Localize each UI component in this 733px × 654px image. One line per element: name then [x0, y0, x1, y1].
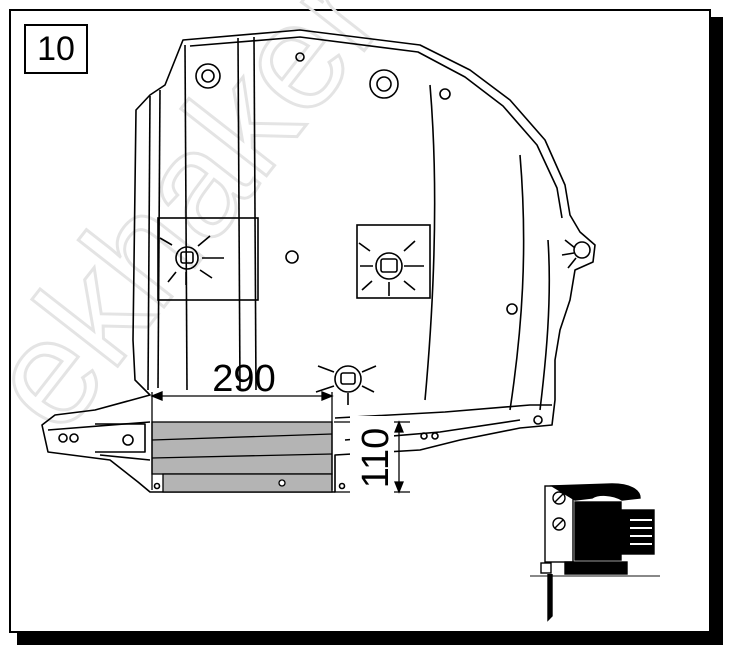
height-label: 110	[355, 428, 397, 489]
width-label: 290	[212, 358, 275, 400]
cut-area	[151, 421, 333, 493]
width-dimension	[150, 391, 334, 490]
jigsaw-icon	[530, 483, 660, 622]
left-clip-pad	[157, 217, 259, 301]
underbody-panel	[41, 29, 596, 493]
center-clip-pad	[356, 224, 431, 299]
height-label-bg	[350, 416, 394, 494]
lower-clip	[315, 365, 377, 405]
step-number: 10	[24, 24, 88, 74]
